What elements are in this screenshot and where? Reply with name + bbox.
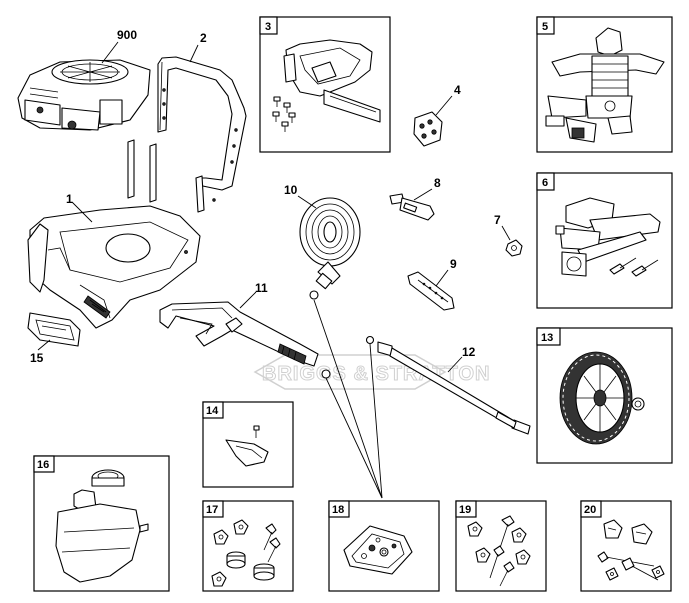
box-17-number: 17 — [206, 504, 218, 516]
mount-kit-17-illustration — [211, 519, 281, 587]
leader-8 — [413, 188, 433, 201]
leader-15 — [37, 339, 51, 351]
connector-8-illustration — [389, 193, 435, 221]
box-16-tag — [33, 455, 55, 473]
knob-kit-20-illustration — [597, 519, 665, 581]
frame-illustration — [27, 205, 201, 329]
box-20-tag — [580, 500, 602, 518]
pump-illustration — [545, 27, 665, 143]
handle-illustration — [127, 56, 247, 213]
spray-tip-illustration — [413, 111, 443, 147]
callout-7: 7 — [494, 213, 501, 227]
callout-10: 10 — [284, 183, 298, 197]
leader-7 — [501, 225, 511, 241]
box-20-number: 20 — [584, 504, 596, 516]
spray-gun-illustration — [159, 301, 331, 379]
tank-16-illustration — [55, 469, 149, 583]
box-6-number: 6 — [542, 177, 548, 189]
leader-9 — [435, 269, 449, 287]
nut-7-illustration — [505, 239, 523, 257]
box-13-number: 13 — [541, 332, 553, 344]
strap-9-illustration — [407, 271, 455, 311]
engine-illustration — [17, 59, 151, 131]
bolt-kit-19-illustration — [467, 515, 531, 587]
box-19-tag — [455, 500, 477, 518]
box-18-number: 18 — [332, 504, 344, 516]
leader-11 — [239, 291, 257, 309]
box-18-tag — [328, 500, 350, 518]
leader-4 — [435, 95, 453, 116]
box-19-number: 19 — [459, 504, 471, 516]
callout-15: 15 — [30, 351, 44, 365]
box-5-number: 5 — [542, 21, 548, 33]
kit-18-leaders — [313, 299, 383, 499]
box-16-number: 16 — [37, 459, 49, 471]
watermark-text: BRIGGS & STRATTON — [262, 363, 490, 385]
wand-illustration — [365, 335, 531, 435]
callout-2: 2 — [200, 31, 207, 45]
plate-illustration — [27, 312, 81, 347]
callout-4: 4 — [454, 83, 461, 97]
box-3-number: 3 — [265, 21, 271, 33]
wheel-illustration — [559, 351, 645, 445]
box-6-tag — [536, 172, 555, 191]
callout-900: 900 — [117, 28, 137, 42]
leader-12 — [447, 356, 463, 373]
callout-12: 12 — [462, 345, 476, 359]
box-14-number: 14 — [206, 405, 219, 417]
hose-10-illustration — [299, 197, 361, 300]
callout-1: 1 — [66, 192, 73, 206]
box-5-tag — [536, 16, 555, 35]
unloader-valve-illustration — [555, 197, 661, 277]
callout-9: 9 — [450, 257, 457, 271]
bracket-set-illustration — [283, 39, 381, 123]
box-14-tag — [202, 401, 224, 419]
callout-8: 8 — [434, 176, 441, 190]
leader-900 — [101, 41, 119, 64]
leader-10 — [297, 195, 317, 209]
leader-2 — [189, 44, 199, 63]
leader-1 — [71, 201, 93, 223]
box-17-tag — [202, 500, 224, 518]
callout-11: 11 — [255, 281, 268, 295]
box-13-tag — [536, 327, 561, 346]
bolt-set-3-illustration — [272, 96, 296, 132]
o-ring-kit-illustration — [343, 525, 413, 575]
box-3-tag — [259, 16, 278, 35]
box-6 — [536, 172, 673, 309]
cap-14-illustration — [225, 425, 269, 467]
